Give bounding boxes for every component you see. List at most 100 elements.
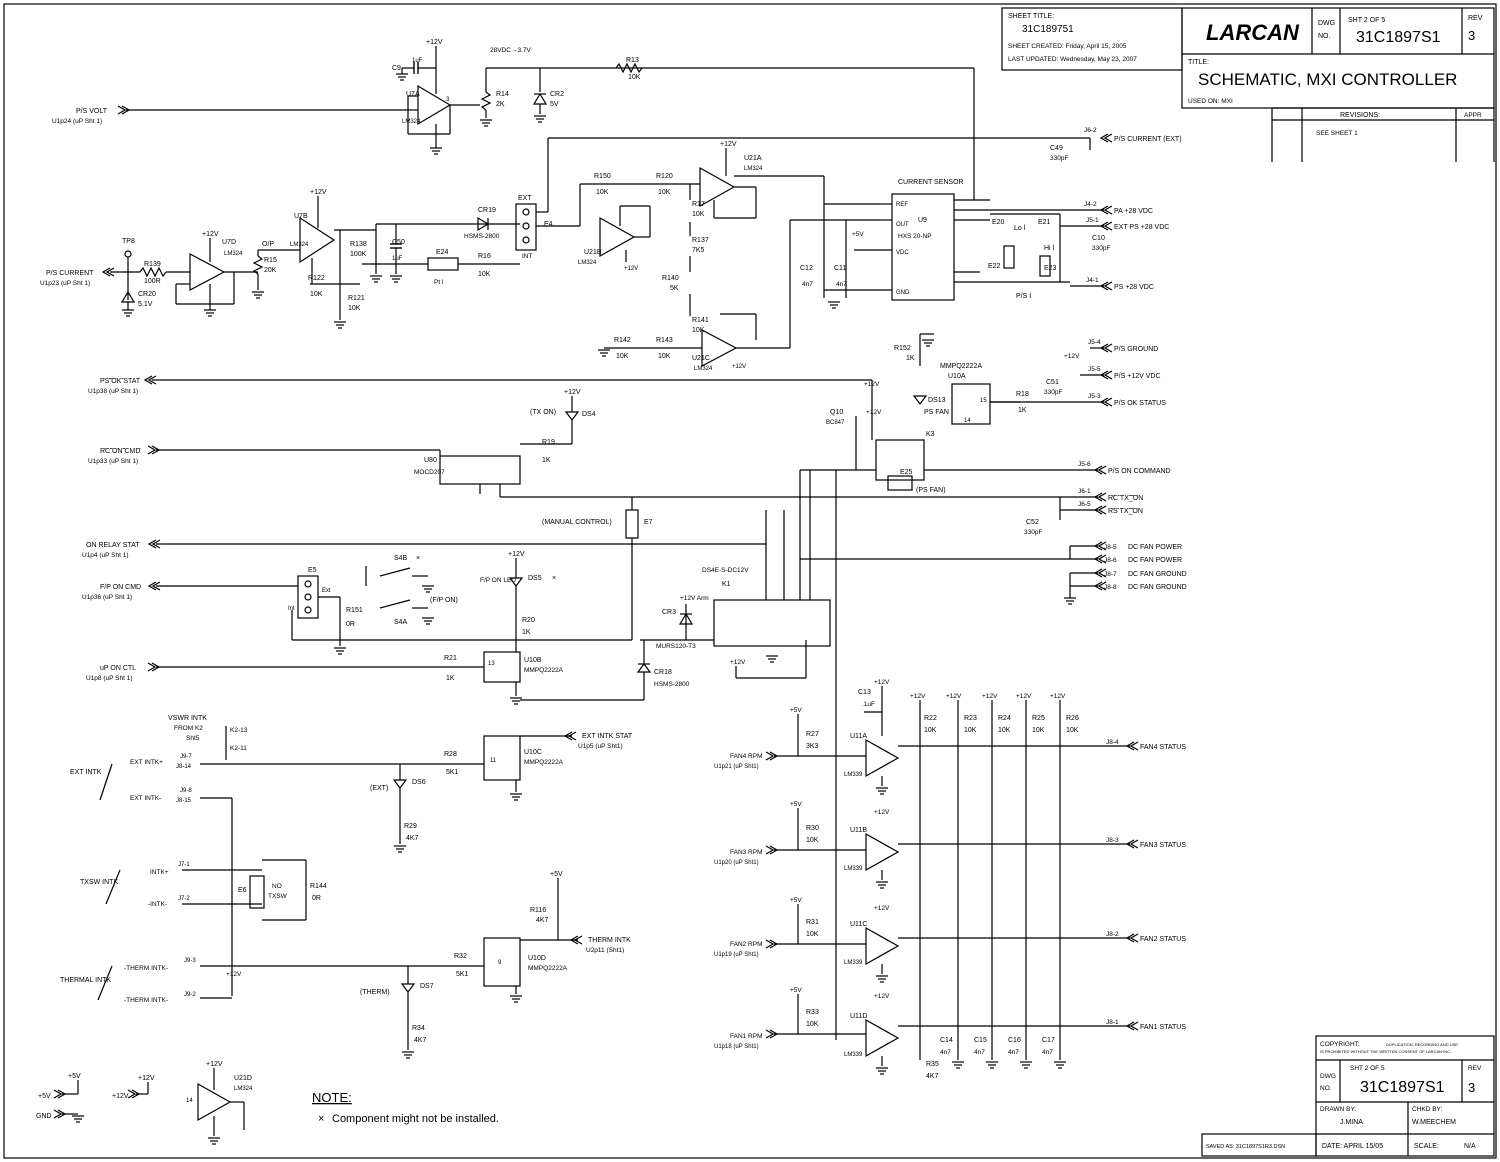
svg-text:+12V: +12V [112,1093,129,1100]
svg-text:5V: 5V [550,101,559,108]
svg-text:LM324: LM324 [224,251,243,257]
svg-text:R152: R152 [894,345,911,352]
svg-text:10K: 10K [658,189,671,196]
svg-text:4n7: 4n7 [940,1049,951,1056]
svg-text:3K3: 3K3 [806,743,819,750]
svg-text:×: × [416,555,420,562]
svg-text:5K: 5K [670,285,679,292]
svg-text:10K: 10K [1032,727,1045,734]
fp-on-section: E5 Ext Int S4B × S4A (F/P ON) R151 0R +1… [288,551,632,705]
used-on: USED ON: MXI [1188,98,1233,105]
svg-text:J6-1: J6-1 [1078,488,1091,495]
svg-text:R35: R35 [926,1061,939,1068]
svg-text:EXT INTK-: EXT INTK- [130,795,161,802]
fan-status-section: C13 .1uF +12V U11A LM339 +5V R27 3K3 FAN… [714,470,1186,1080]
svg-text:U1p18 (uP Sht1): U1p18 (uP Sht1) [714,1044,759,1050]
svg-text:4K7: 4K7 [414,1037,427,1044]
svg-text:×: × [552,575,556,582]
svg-text:(TX ON): (TX ON) [530,409,556,416]
svg-text:J8-4: J8-4 [1106,739,1119,746]
copyright-text-1: DUPLICATION, RECORDING AND USE [1386,1042,1458,1047]
power-section: +5V +5V GND +12V +12V +12V U21D LM324 14 [36,1061,253,1145]
svg-text:C52: C52 [1026,519,1039,526]
u7d-opamp [189,253,226,291]
svg-text:U10D: U10D [528,955,546,962]
svg-text:FAN3 RPM: FAN3 RPM [730,849,763,856]
svg-text:+12V: +12V [982,693,998,700]
svg-text:14: 14 [964,418,971,424]
title-block: SHEET TITLE: 31C189751 SHEET CREATED: Fr… [1001,7,1495,162]
tx-on-section: +12V (TX ON) DS4 R19 1K U80 MOCD207 (MAN… [414,389,653,640]
drawn-by-label: DRAWN BY: [1320,1106,1356,1113]
svg-text:U10C: U10C [524,749,542,756]
svg-text:C13: C13 [858,689,871,696]
sheet-created: SHEET CREATED: Friday, April 15, 2005 [1008,43,1127,50]
svg-text:MMPQ2222A: MMPQ2222A [524,667,564,674]
rev-value: 3 [1468,28,1475,43]
svg-text:R15: R15 [264,257,277,264]
scale-label: SCALE: [1414,1143,1439,1150]
svg-text:R24: R24 [998,715,1011,722]
u21d-opamp [197,1082,232,1122]
svg-text:+12V: +12V [138,1075,155,1082]
svg-text:+12V: +12V [1050,693,1066,700]
svg-text:U11D: U11D [850,1013,867,1020]
svg-text:THERMAL INTK: THERMAL INTK [60,977,111,984]
svg-text:U11C: U11C [850,921,867,928]
saved-as: SAVED AS: 31C1897S1R3.DSN [1206,1144,1285,1150]
company-logo-text: LARCAN [1206,20,1300,45]
svg-text:F/P ON LED: F/P ON LED [480,577,516,584]
svg-text:+5V: +5V [550,871,563,878]
u7b-opamp [299,216,336,264]
u11b-comparator [865,832,900,872]
svg-text:R137: R137 [692,237,709,244]
rc-on-cmd-label: RC ON CMD [100,448,140,455]
interlocks-section: VSWR INTK FROM K2 Sht5 K2-13 K2-11 EXT I… [60,715,633,1059]
svg-text:R120: R120 [656,173,673,180]
svg-text:THERM INTK: THERM INTK [588,937,631,944]
svg-text:J9-8: J9-8 [180,788,192,794]
svg-text:U1p20 (uP Sht1): U1p20 (uP Sht1) [714,860,759,866]
svg-text:U7A: U7A [406,91,420,98]
on-relay-stat-sub: U1p4 (uP Sht 1) [82,552,129,559]
svg-text:DC FAN GROUND: DC FAN GROUND [1128,584,1187,591]
svg-text:Hi l: Hi l [1044,245,1055,252]
svg-text:J8-6: J8-6 [1104,557,1117,564]
svg-text:J5-4: J5-4 [1088,339,1101,346]
svg-text:10K: 10K [478,271,491,278]
svg-text:HSMS-2800: HSMS-2800 [464,233,500,240]
svg-text:4K7: 4K7 [536,917,549,924]
svg-text:EXT INTK STAT: EXT INTK STAT [582,733,633,740]
svg-text:0R: 0R [312,895,321,902]
svg-text:FAN3 STATUS: FAN3 STATUS [1140,842,1186,849]
current-sense-section: TP8 CR20 5.1V R139 100R U7D LM324 +12V O… [120,137,1090,329]
svg-text:RC TX_ON: RC TX_ON [1108,495,1143,502]
copyright-label: COPYRIGHT: [1320,1041,1360,1048]
svg-text:10K: 10K [806,837,819,844]
svg-text:R32: R32 [454,953,467,960]
ps-ok-stat-label: PS OK STAT [100,378,141,385]
svg-text:J5-3: J5-3 [1088,393,1101,400]
svg-text:1K: 1K [906,355,915,362]
svg-text:FAN4 STATUS: FAN4 STATUS [1140,744,1186,751]
last-updated: LAST UPDATED: Wednesday, May 23, 2007 [1008,56,1137,63]
svg-text:PA +28 VDC: PA +28 VDC [1114,208,1153,215]
svg-text:R121: R121 [348,295,365,302]
svg-text:+5V: +5V [790,801,802,808]
svg-text:R25: R25 [1032,715,1045,722]
svg-text:10K: 10K [310,291,323,298]
svg-text:J7-1: J7-1 [178,862,190,868]
svg-text:J8-2: J8-2 [1106,931,1119,938]
svg-text:PS +28 VDC: PS +28 VDC [1114,284,1154,291]
svg-text:3: 3 [446,97,450,103]
svg-text:C17: C17 [1042,1037,1055,1044]
svg-text:DC FAN GROUND: DC FAN GROUND [1128,571,1187,578]
svg-text:LM339: LM339 [844,866,863,872]
ps-current-label: P/S CURRENT [46,270,94,277]
svg-text:+5V: +5V [790,987,802,994]
svg-text:J5-5: J5-5 [1088,366,1101,373]
svg-text:+12V: +12V [720,141,737,148]
svg-text:VDC: VDC [896,250,909,256]
svg-text:Sht5: Sht5 [186,735,200,742]
svg-text:10K: 10K [596,189,609,196]
